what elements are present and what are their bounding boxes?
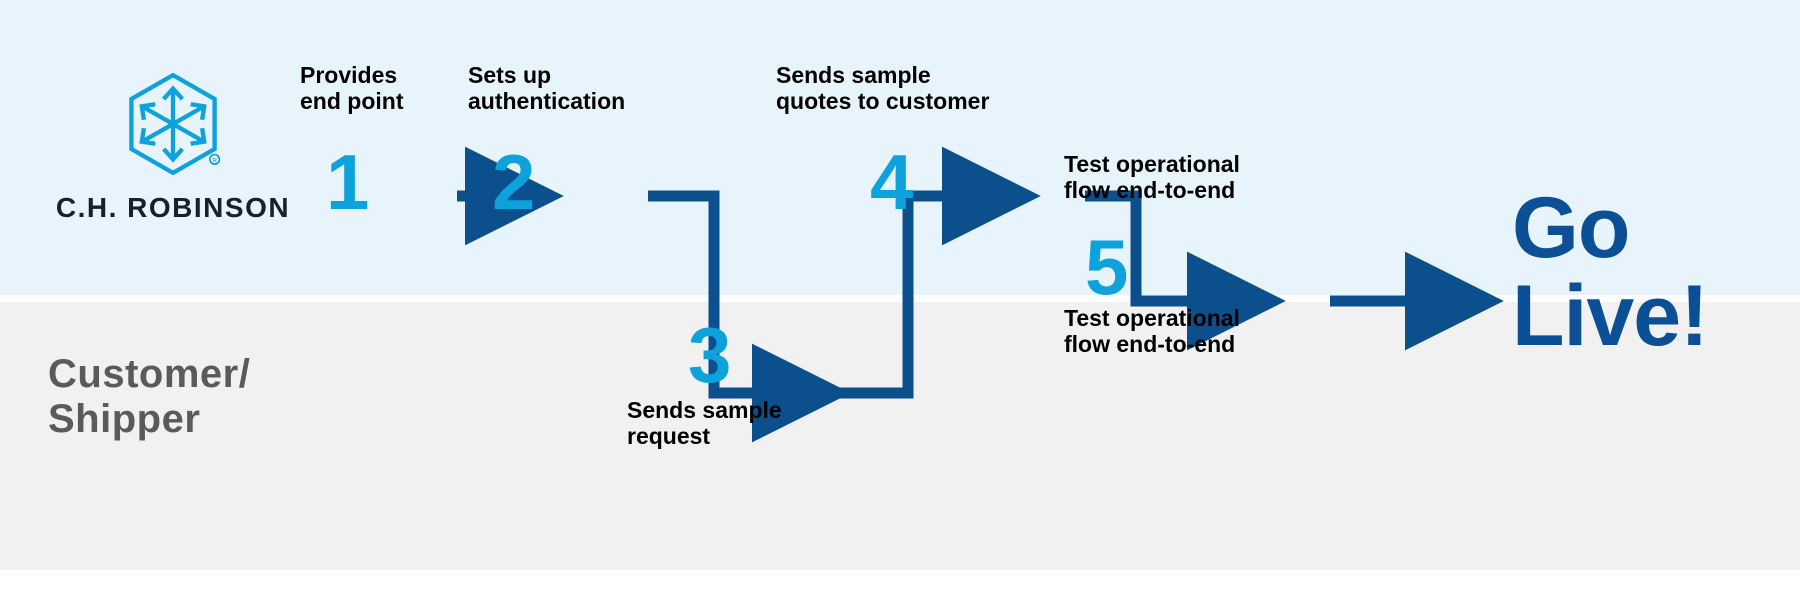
registered-mark-icon: R — [208, 153, 221, 165]
step-5-caption-above: Test operational flow end-to-end — [1064, 151, 1240, 204]
step-2-number: 2 — [492, 138, 535, 226]
swimlane-band-chrobinson — [0, 0, 1800, 295]
step-3-caption: Sends sample request — [627, 397, 782, 450]
go-live-outcome: Go Live! — [1512, 180, 1709, 364]
step-2-caption: Sets up authentication — [468, 62, 626, 115]
brand-name: C.H. ROBINSON — [55, 192, 291, 223]
step-3-number: 3 — [688, 311, 731, 399]
step-4-caption: Sends sample quotes to customer — [776, 62, 990, 115]
connector-4-to-5 — [1085, 190, 1286, 351]
brand-logo: R C.H. ROBINSON — [48, 72, 298, 224]
connector-2-to-3 — [648, 190, 851, 443]
step-4-number: 4 — [870, 138, 913, 226]
step-5-caption-below: Test operational flow end-to-end — [1064, 305, 1240, 358]
step-1-caption: Provides end point — [300, 62, 404, 115]
svg-text:R: R — [212, 157, 217, 164]
connector-3-to-4 — [826, 146, 1041, 399]
swimlane-label-customer-shipper: Customer/ Shipper — [48, 352, 251, 441]
step-5-number: 5 — [1085, 223, 1128, 311]
chrobinson-hexagon-cube-logo-icon: R — [129, 72, 221, 176]
step-1-number: 1 — [326, 138, 369, 226]
